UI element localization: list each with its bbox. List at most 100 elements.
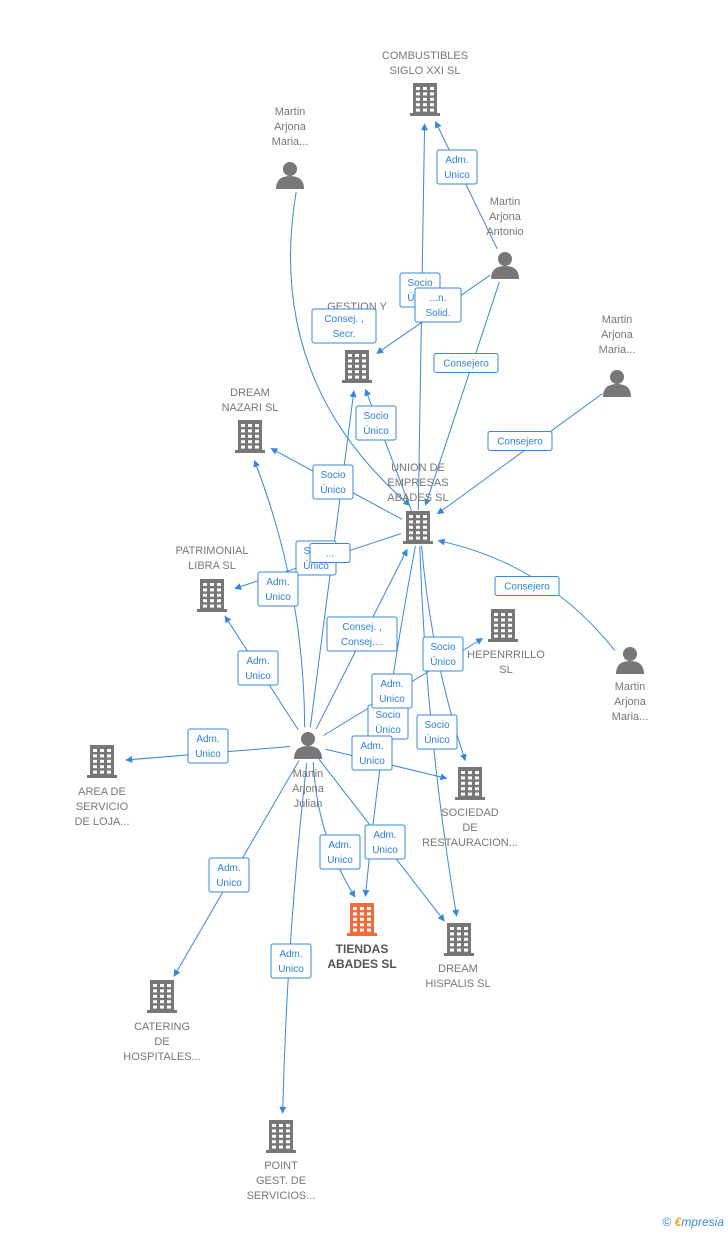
edge-label-4[interactable]: Consej. ,Secr. [311,308,377,344]
node-catering[interactable]: CATERINGDEHOSPITALES... [123,980,201,1063]
node-p_maria2[interactable]: MartinArjonaMaria... [599,314,636,397]
copyright-symbol: © [662,1215,672,1229]
edge-label-0[interactable]: Adm.Unico [436,149,478,185]
node-label-line: Maria... [599,344,636,356]
node-label-line: PATRIMONIAL [176,545,249,557]
edge-labels-layer: Adm.UnicoSocioÚnico...n.Solid.ConsejeroC… [187,149,560,979]
node-label-line: COMBUSTIBLES [382,50,468,62]
node-combustibles[interactable]: COMBUSTIBLES SIGLO XXI SL [382,50,468,116]
edge-label-6[interactable]: Consejero [487,431,553,451]
edge-label-box [270,943,312,979]
edge-label-box [433,353,499,373]
node-label-line: SIGLO XXI SL [390,65,461,77]
edge-label-text: Adm. [380,679,403,690]
edge-label-2[interactable]: ...n. Solid. [414,287,462,323]
edge-label-13[interactable]: ... [309,543,351,563]
building-icon [266,1120,296,1153]
edge-label-text: Consej.... [341,637,383,648]
building-icon [342,350,372,383]
node-label-line: Martin [490,196,521,208]
node-label-line: Arjona [292,783,325,795]
edge-label-12[interactable]: Consej. ,Consej.... [326,616,398,652]
edge-label-box [436,149,478,185]
edge-label-text: ...n. [430,293,447,304]
node-label-line: Maria... [612,711,649,723]
edge-label-text: Único [430,655,456,668]
edge-label-box [487,431,553,451]
edge-label-text: Adm. [328,840,351,851]
node-label-line: NAZARI SL [222,402,279,414]
edge-label-22[interactable]: Adm.Unico [208,857,250,893]
person-icon [603,370,631,397]
node-label-line: DREAM [438,963,478,975]
edge-label-19[interactable]: Adm.Unico [187,728,229,764]
edge-label-20[interactable]: Adm.Unico [319,834,361,870]
building-icon [455,767,485,800]
edge-label-text: Unico [359,756,385,767]
node-label-line: Julian [294,798,323,810]
node-label-line: Maria... [272,136,309,148]
node-patrimonial[interactable]: PATRIMONIAL LIBRA SL [176,545,249,612]
edge-label-3[interactable]: Consejero [433,353,499,373]
edge-label-text: Único [424,733,450,746]
node-label-line: LIBRA SL [188,560,236,572]
edge-label-box [355,405,397,441]
edge-label-box [351,735,393,771]
edge-line-p_julian-to-point [279,762,308,1114]
node-p_maria3[interactable]: MartinArjonaMaria... [612,647,649,723]
node-label-line: DREAM [230,387,270,399]
edge-label-text: Socio [424,720,449,731]
edge-label-text: Único [363,424,389,437]
edge-label-text: Socio [407,278,432,289]
edge-label-text: Único [375,723,401,736]
edge-label-box [371,673,413,709]
node-label-line: ABADES SL [327,957,396,971]
edge-label-9[interactable]: Consejero [494,576,560,596]
node-sociedad[interactable]: SOCIEDADDERESTAURACION... [422,767,518,849]
empresia-brand[interactable]: © €mpresia [662,1215,724,1229]
edge-label-11[interactable]: Adm. Unico [237,650,279,686]
building-icon [197,579,227,612]
node-p_maria1[interactable]: MartinArjonaMaria... [272,106,309,189]
edge-label-box [257,571,299,607]
edge-label-23[interactable]: Adm.Unico [270,943,312,979]
edge-label-text: Solid. [425,308,450,319]
building-icon [444,923,474,956]
edge-label-text: Adm. [246,656,269,667]
edge-label-box [416,714,458,750]
node-dream_nazari[interactable]: DREAM NAZARI SL [222,387,279,453]
node-label-line: EMPRESAS [387,477,448,489]
edge-label-text: Unico [216,878,242,889]
edge-label-text: Consej. , [324,314,363,325]
node-label-line: SOCIEDAD [441,807,499,819]
edge-line-p_maria1-to-union [290,191,411,506]
edge-label-10[interactable]: Adm.Unico [257,571,299,607]
node-label-line: DE [462,822,477,834]
edge-label-text: Adm. [445,155,468,166]
edge-line-p_antonio-to-combustibles [435,120,498,250]
edge-label-text: Unico [372,845,398,856]
node-label-line: Martin [293,768,324,780]
node-label-line: CATERING [134,1021,190,1033]
node-label-line: SERVICIOS... [247,1190,316,1202]
edge-label-17[interactable]: Adm.Unico [371,673,413,709]
building-icon [87,745,117,778]
edge-line-p_antonio-to-union [424,281,500,506]
edge-label-18[interactable]: Adm.Unico [351,735,393,771]
edge-label-text: Unico [245,671,271,682]
edge-label-21[interactable]: Adm.Unico [364,824,406,860]
edge-label-box [208,857,250,893]
